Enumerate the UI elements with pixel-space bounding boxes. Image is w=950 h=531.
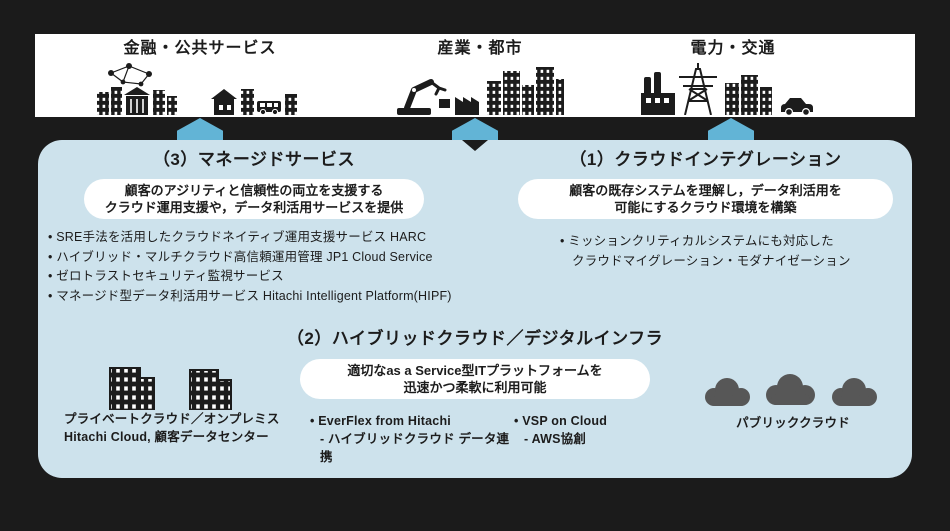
hybrid-cloud-pill: 適切なas a Service型ITプラットフォームを 迅速かつ柔軟に利用可能: [300, 359, 650, 399]
managed-services-title: （3）マネージドサービス: [152, 150, 356, 169]
private-cloud-label: プライベートクラウド／オンプレミス Hitachi Cloud, 顧客データセン…: [64, 410, 314, 446]
vsp-item: • VSP on Cloud - AWS協創: [514, 412, 684, 448]
vsp-line2: - AWS協創: [524, 432, 587, 446]
integration-bullet: • ミッションクリティカルシステムにも対応した: [560, 234, 834, 248]
power-tower-icon: [640, 63, 813, 115]
managed-services-pill: 顧客のアジリティと信頼性の両立を支援する クラウド運用支援や，データ利活用サービ…: [84, 179, 424, 219]
private-cloud-label-line2: Hitachi Cloud, 顧客データセンター: [64, 430, 269, 444]
managed-pill-line2: クラウド運用支援や，データ利活用サービスを提供: [104, 200, 404, 215]
sector-finance-public: 金融・公共サービス: [55, 39, 345, 115]
sector-banner: 金融・公共サービス: [35, 34, 915, 117]
connector-arrow-industry: [452, 118, 498, 140]
sector-power-title: 電力・交通: [690, 40, 776, 57]
integration-pill-line2: 可能にするクラウド環境を構築: [614, 200, 797, 215]
finance-city-icon: [97, 63, 297, 115]
managed-services-bullets: • SRE手法を活用したクラウドネイティブ運用支援サービス HARC • ハイブ…: [48, 228, 518, 306]
private-cloud-label-line1: プライベートクラウド／オンプレミス: [64, 412, 280, 426]
sector-finance-title: 金融・公共サービス: [123, 40, 277, 57]
integration-bullet: クラウドマイグレーション・モダナイゼーション: [572, 253, 851, 268]
managed-bullet: • ゼロトラストセキュリティ監視サービス: [48, 269, 284, 283]
sector-power-transport: 電力・交通: [603, 39, 863, 115]
cloud-integration-pill: 顧客の既存システムを理解し，データ利活用を 可能にするクラウド環境を構築: [518, 179, 893, 219]
cloud-integration-title: （1）クラウドインテグレーション: [569, 150, 842, 169]
hybrid-pill-line2: 迅速かつ柔軟に利用可能: [403, 380, 547, 395]
everflex-line1: • EverFlex from Hitachi: [310, 414, 451, 428]
public-cloud-icon: [705, 374, 877, 406]
industry-robot-icon: [397, 67, 564, 115]
connector-notch: [462, 140, 488, 151]
managed-pill-line1: 顧客のアジリティと信頼性の両立を支援する: [124, 183, 384, 198]
vsp-line1: • VSP on Cloud: [514, 414, 608, 428]
everflex-line2: - ハイブリッドクラウド データ連携: [320, 432, 510, 464]
hybrid-cloud-title: （2）ハイブリッドクラウド／デジタルインフラ: [286, 329, 664, 348]
everflex-item: • EverFlex from Hitachi - ハイブリッドクラウド データ…: [310, 412, 510, 466]
services-panel: （3）マネージドサービス 顧客のアジリティと信頼性の両立を支援する クラウド運用…: [38, 140, 912, 478]
cloud-integration-bullets: • ミッションクリティカルシステムにも対応した クラウドマイグレーション・モダナ…: [560, 232, 900, 271]
sector-industry-city: 産業・都市: [365, 39, 595, 115]
hybrid-pill-line1: 適切なas a Service型ITプラットフォームを: [347, 363, 603, 378]
connector-arrow-power: [708, 118, 754, 140]
private-cloud-buildings-icon: [109, 367, 232, 410]
sector-industry-title: 産業・都市: [437, 40, 523, 57]
managed-bullet: • SRE手法を活用したクラウドネイティブ運用支援サービス HARC: [48, 230, 427, 244]
managed-bullet: • ハイブリッド・マルチクラウド高信頼運用管理 JP1 Cloud Servic…: [48, 249, 433, 264]
connector-arrow-finance: [177, 118, 223, 140]
public-cloud-label: パブリッククラウド: [736, 416, 850, 430]
integration-pill-line1: 顧客の既存システムを理解し，データ利活用を: [569, 183, 842, 198]
managed-bullet: • マネージド型データ利活用サービス Hitachi Intelligent P…: [48, 288, 452, 303]
